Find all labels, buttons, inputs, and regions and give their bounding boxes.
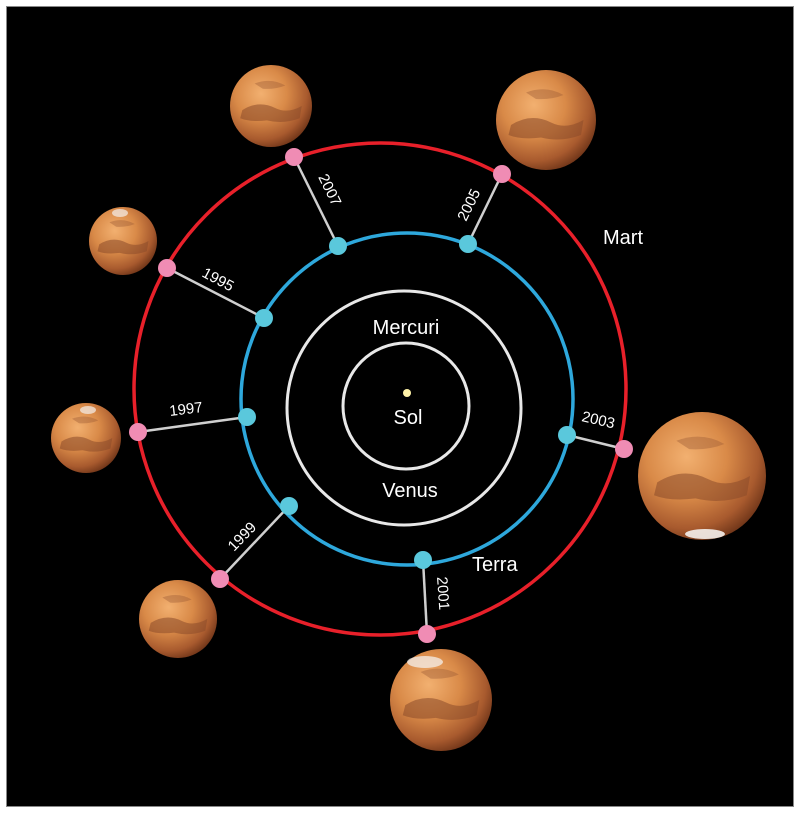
mars-position-1999 [211, 570, 229, 588]
connector-1997 [137, 415, 248, 434]
mars-image-2005 [496, 70, 596, 170]
earth-position-1995 [255, 309, 273, 327]
polar-cap-1997 [80, 406, 96, 414]
earth-orbit [239, 231, 575, 567]
polar-cap-2001 [407, 656, 443, 668]
year-label-2007: 2007 [314, 171, 344, 208]
connector-2003 [566, 433, 625, 451]
venus-orbit [285, 289, 523, 527]
year-label-1999: 1999 [225, 519, 260, 555]
mars-image-1995 [89, 207, 157, 275]
connector-1999 [219, 505, 290, 580]
earth-position-2003 [558, 426, 576, 444]
venus-label: Venus [382, 480, 438, 502]
polar-cap-1995 [112, 209, 128, 217]
connector-1995 [166, 266, 265, 320]
earth-label: Terra [472, 554, 518, 576]
sun-label: Sol [394, 407, 423, 429]
mars-position-2007 [285, 148, 303, 166]
mars-position-1995 [158, 259, 176, 277]
mars-position-2003 [615, 440, 633, 458]
mars-image-2003 [638, 412, 766, 540]
sun-dot [403, 389, 411, 397]
earth-position-2007 [329, 237, 347, 255]
earth-position-1999 [280, 497, 298, 515]
mercury-label: Mercuri [373, 317, 440, 339]
earth-position-2005 [459, 235, 477, 253]
mars-image-2007 [230, 65, 312, 147]
year-label-1995: 1995 [199, 265, 236, 296]
earth-position-2001 [414, 551, 432, 569]
year-label-2001: 2001 [433, 576, 452, 610]
connector-2001 [421, 559, 429, 635]
mars-label: Mart [603, 227, 643, 249]
year-label-2003: 2003 [580, 408, 616, 432]
mars-orbit [132, 141, 628, 637]
mars-position-2001 [418, 625, 436, 643]
mars-position-2005 [493, 165, 511, 183]
year-label-1997: 1997 [168, 399, 203, 420]
mercury-orbit [341, 341, 471, 471]
earth-position-1997 [238, 408, 256, 426]
connector-2007 [292, 156, 340, 247]
mars-image-1999 [139, 580, 217, 658]
mars-position-1997 [129, 423, 147, 441]
polar-cap-2003 [685, 529, 725, 539]
connector-2005 [466, 173, 504, 245]
